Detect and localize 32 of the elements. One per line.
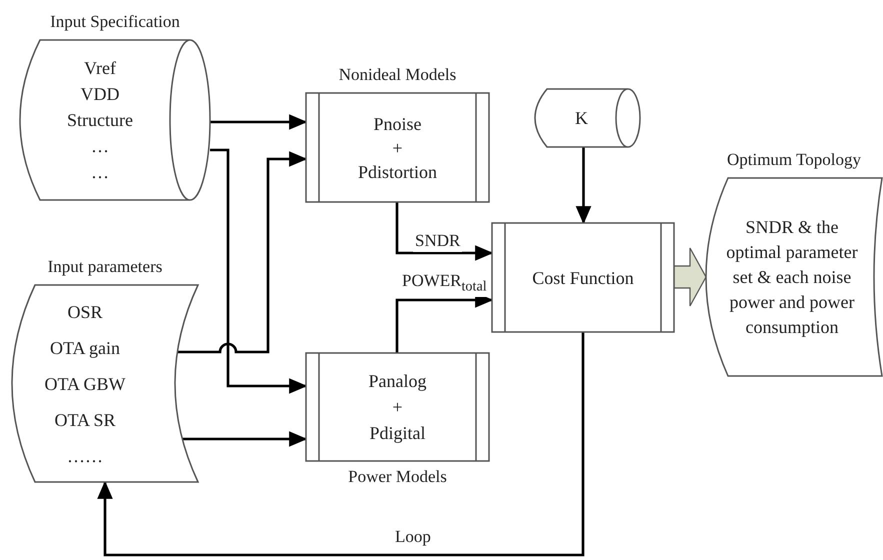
arrow [178, 151, 308, 354]
node-text: Pdistortion [358, 160, 437, 184]
arrow [210, 114, 308, 130]
node-text: Cost Function [532, 266, 634, 290]
arrow [576, 147, 592, 224]
node-text: Pdigital [369, 422, 426, 445]
node-text: + [392, 396, 403, 419]
node-text: SNDR & the optimal parameter set & each noise power and power consumption [726, 216, 858, 339]
arrow [182, 431, 308, 447]
heading: Power Models [348, 466, 447, 488]
node-text: Structure [67, 109, 133, 132]
heading: Input Specification [50, 11, 180, 33]
node-text: OSR [67, 300, 102, 324]
node-text: … [91, 161, 109, 184]
node-text: K [575, 107, 588, 130]
node-text: Pnoise [373, 112, 422, 136]
node-text: … [91, 135, 109, 158]
node-text: Vref [84, 57, 116, 80]
block-arrow [673, 247, 707, 307]
heading: Optimum Topology [726, 149, 862, 171]
arrow [396, 202, 494, 261]
node-text: Panalog [368, 370, 426, 393]
arrow [210, 148, 308, 394]
node-text: OTA GBW [44, 372, 126, 396]
arrow [97, 332, 584, 556]
node-text: VDD [80, 83, 120, 106]
heading: Nonideal Models [338, 64, 456, 86]
node-text: + [392, 136, 403, 160]
node-text: OTA SR [54, 408, 116, 432]
node-text: OTA gain [50, 336, 120, 360]
heading: Input parameters [48, 256, 162, 278]
node-text: …… [67, 444, 103, 468]
